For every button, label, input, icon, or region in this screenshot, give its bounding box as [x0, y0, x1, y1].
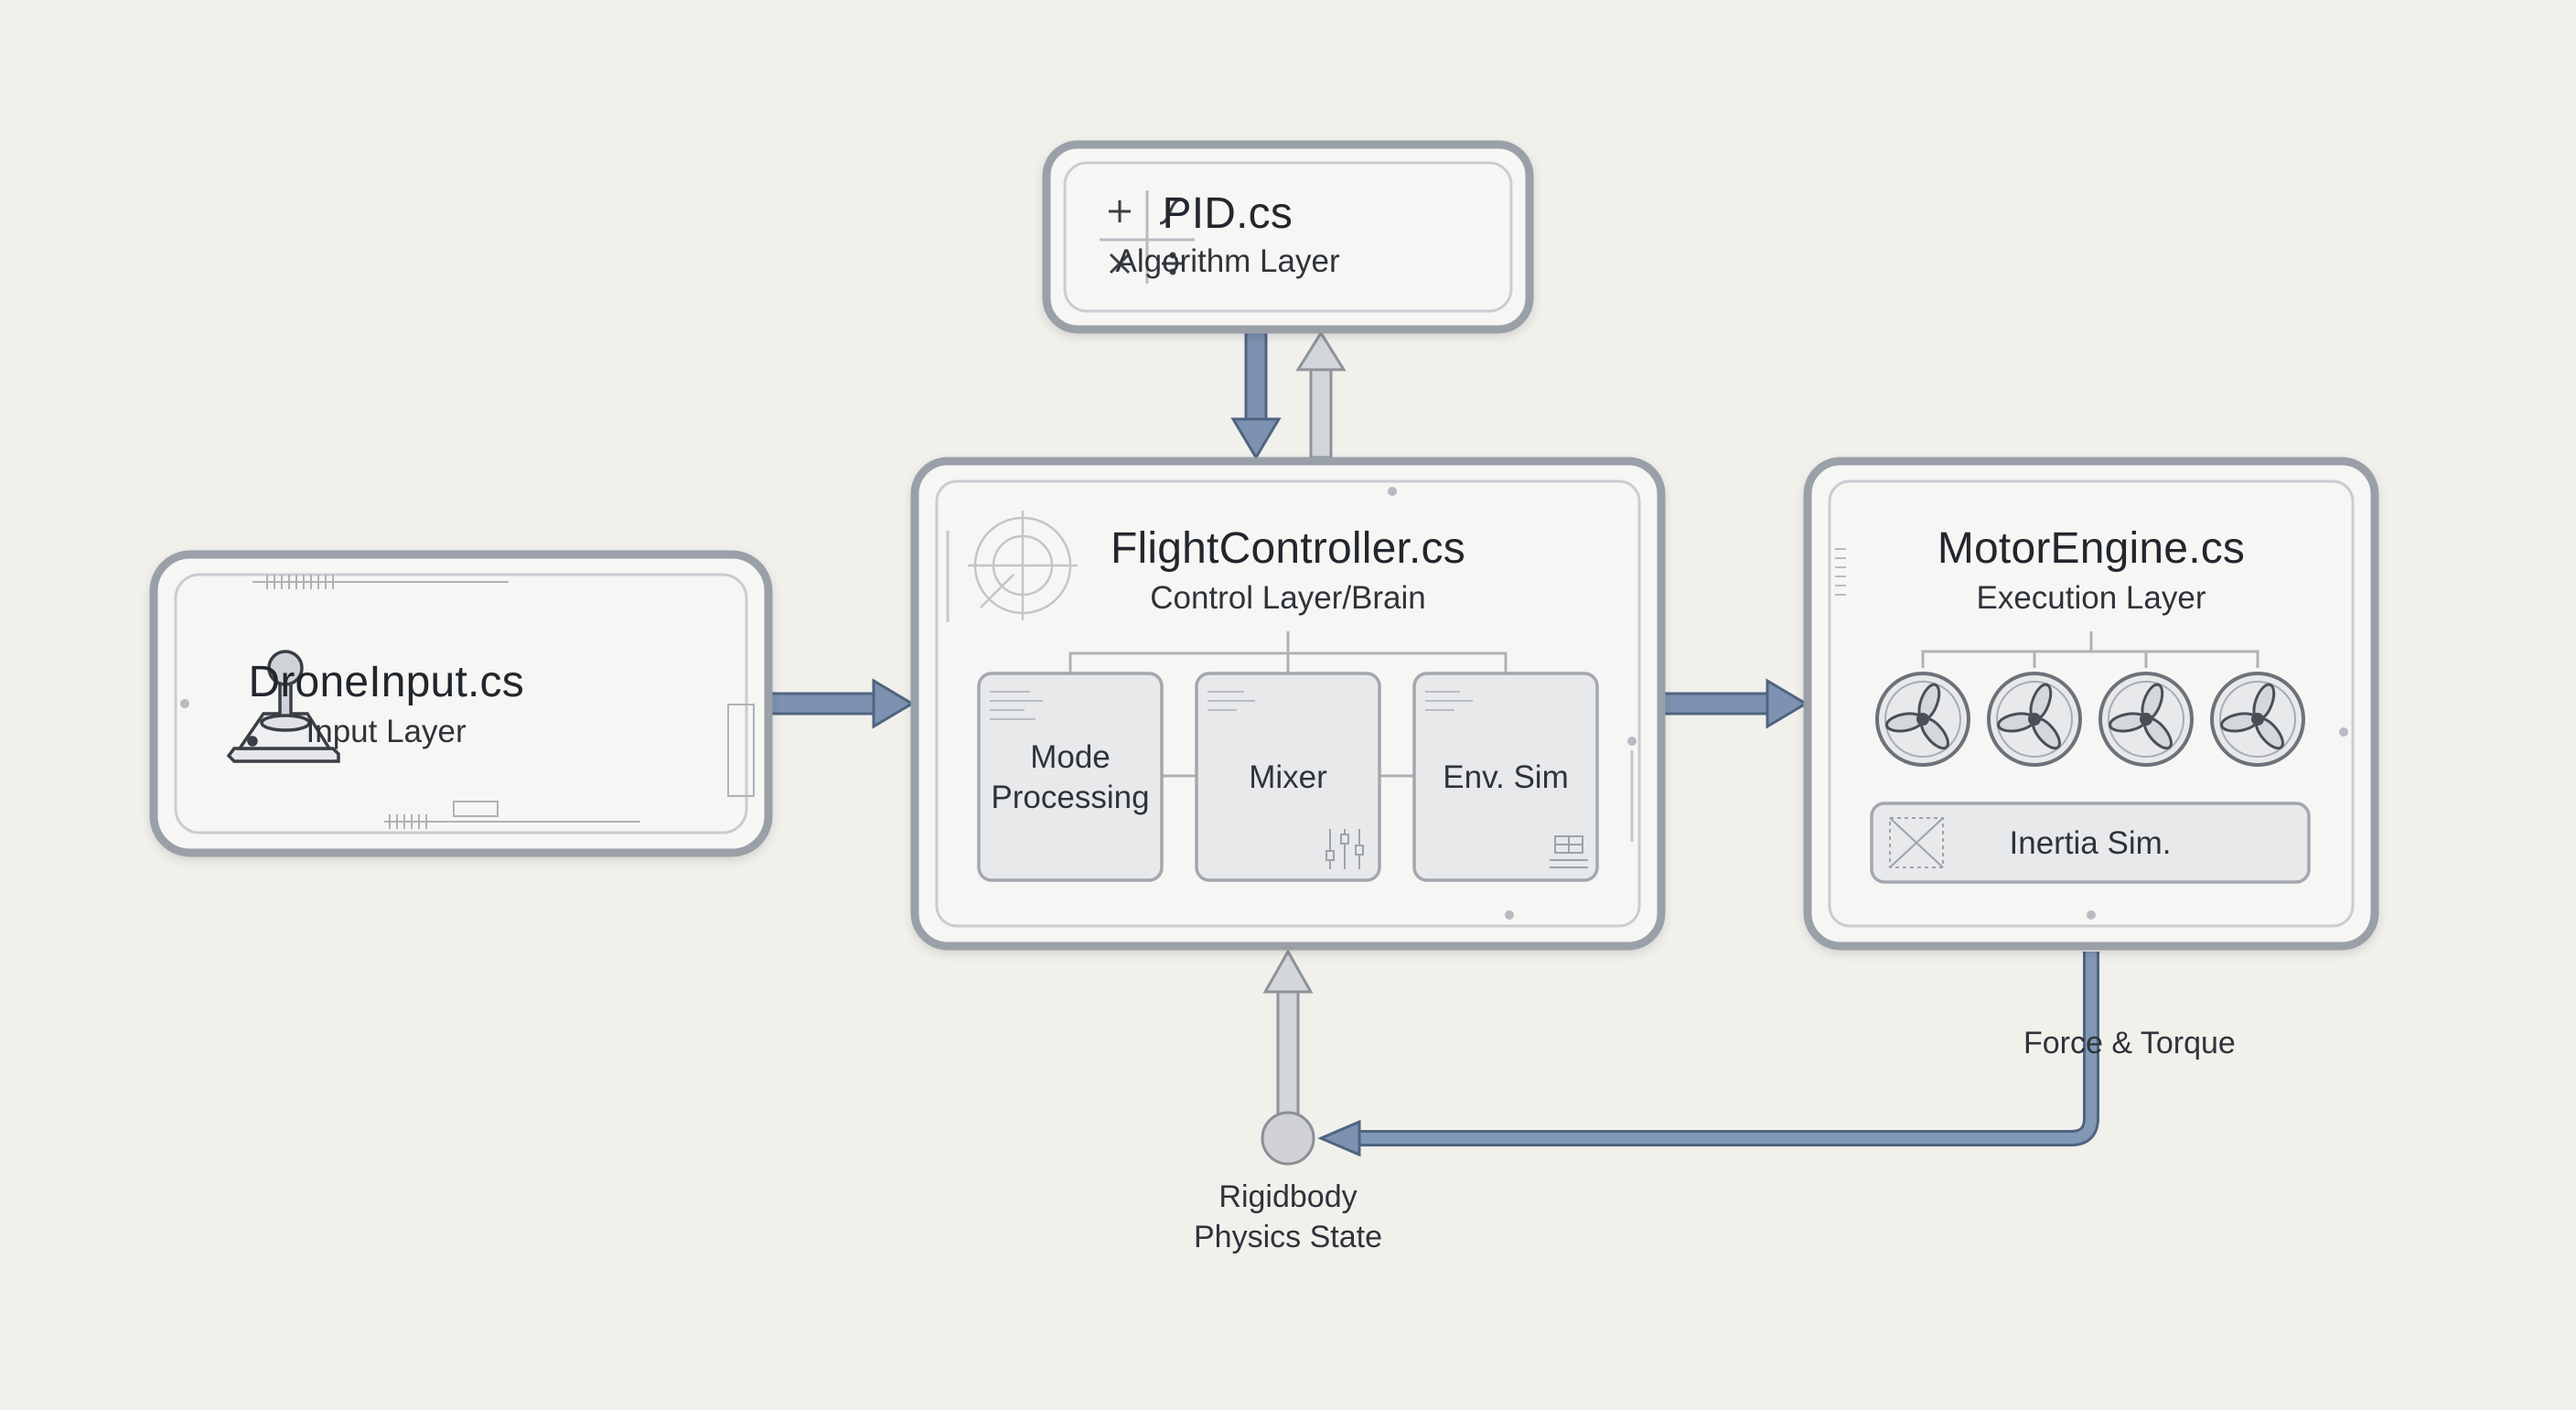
physics-state-node — [1261, 1111, 1315, 1166]
module-env-sim — [1412, 672, 1599, 882]
motor-subtitle: Execution Layer — [1976, 580, 2206, 616]
document-lines-icon — [990, 691, 1043, 720]
crosshair-target-icon — [968, 511, 1078, 620]
arrow-flight-to-motor — [1661, 678, 1809, 729]
motor-title: MotorEngine.cs — [1937, 524, 2246, 573]
physics-label-line2: Physics State — [1194, 1220, 1382, 1254]
propeller-icon — [2098, 672, 2194, 767]
connectors — [769, 329, 2099, 1166]
arrow-pid-to-flight — [1230, 329, 1282, 460]
propeller-icon — [1875, 672, 1970, 767]
pid-box — [1042, 140, 1534, 334]
propellers — [1875, 672, 2305, 767]
arrow-motor-to-physics — [1317, 952, 2099, 1157]
physics-label-line1: Rigidbody — [1218, 1179, 1358, 1214]
flight-title: FlightController.cs — [1111, 524, 1465, 573]
input-title: DroneInput.cs — [248, 658, 524, 706]
joystick-icon — [226, 650, 340, 763]
module-mixer — [1195, 672, 1381, 882]
module-mode-processing-label: Mode Processing — [991, 739, 1150, 815]
inertia-box-icon — [1889, 817, 1944, 868]
module-env-sim-label: Env. Sim — [1443, 759, 1569, 795]
pid-subtitle: Algorithm Layer — [1115, 243, 1340, 279]
inertia-sim-bar — [1870, 802, 2311, 884]
pid-title: PID.cs — [1162, 189, 1293, 238]
arrow-physics-to-flight — [1262, 948, 1314, 1125]
inertia-label: Inertia Sim. — [2009, 825, 2172, 861]
force-torque-label: Force & Torque — [2023, 1026, 2236, 1060]
sliders-icon — [1326, 829, 1364, 869]
arrow-flight-to-pid — [1295, 330, 1347, 459]
input-box — [149, 550, 773, 857]
propeller-icon — [1987, 672, 2082, 767]
math-operators-icon — [1100, 190, 1195, 284]
flight-subtitle: Control Layer/Brain — [1150, 580, 1426, 616]
module-mixer-label: Mixer — [1249, 759, 1327, 795]
input-subtitle: Input Layer — [306, 714, 467, 749]
module-mode-processing — [977, 672, 1164, 882]
motor-engine-box — [1803, 457, 2379, 951]
flight-controller-box — [910, 457, 1666, 951]
arrow-input-to-flight — [769, 678, 915, 729]
grid-icon — [1550, 835, 1588, 868]
propeller-icon — [2210, 672, 2305, 767]
